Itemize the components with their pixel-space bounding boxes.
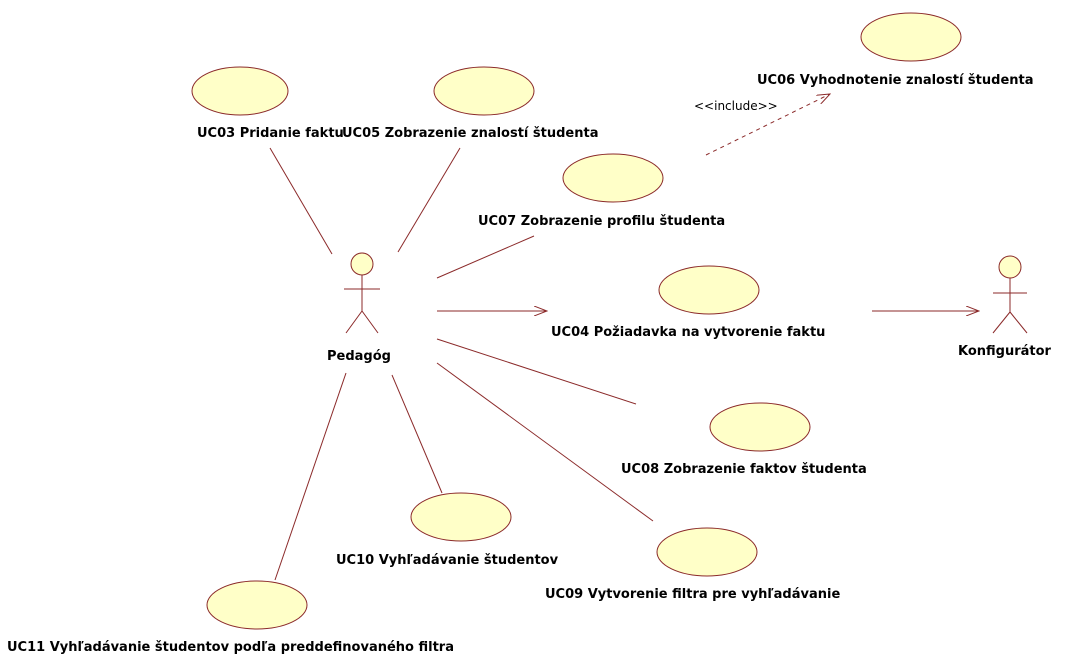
assoc-uc05[interactable] bbox=[397, 147, 461, 253]
actor-konfigurator[interactable] bbox=[992, 255, 1028, 334]
actor-konfigurator-label: Konfigurátor bbox=[958, 344, 1052, 359]
uc07-ellipse[interactable] bbox=[562, 153, 664, 203]
actor-pedagog-label: Pedagóg bbox=[327, 349, 391, 364]
assoc-uc07[interactable] bbox=[436, 235, 535, 279]
uc06-ellipse[interactable] bbox=[860, 12, 962, 62]
uc05-ellipse[interactable] bbox=[433, 66, 535, 116]
actor-pedagog-head bbox=[350, 252, 374, 276]
use-case-ellipses bbox=[191, 12, 962, 630]
uc11-label: UC11 Vyhľadávanie študentov podľa predde… bbox=[7, 640, 454, 655]
actor-konfigurator-head bbox=[998, 255, 1022, 279]
uc08-label: UC08 Zobrazenie faktov študenta bbox=[621, 462, 867, 477]
uc10-label: UC10 Vyhľadávanie študentov bbox=[336, 553, 559, 568]
uc10-ellipse[interactable] bbox=[410, 492, 512, 542]
assoc-uc09[interactable] bbox=[436, 362, 654, 522]
uc09-ellipse[interactable] bbox=[656, 527, 758, 577]
uc04-ellipse[interactable] bbox=[658, 265, 760, 315]
uc09-label: UC09 Vytvorenie filtra pre vyhľadávanie bbox=[545, 587, 840, 602]
include-uc07-uc06[interactable] bbox=[705, 94, 830, 156]
assoc-uc11[interactable] bbox=[274, 372, 347, 581]
uc07-label: UC07 Zobrazenie profilu študenta bbox=[478, 214, 725, 229]
labels: UC03 Pridanie faktu UC05 Zobrazenie znal… bbox=[7, 73, 1052, 655]
assoc-uc03[interactable] bbox=[269, 147, 333, 255]
assoc-uc10[interactable] bbox=[391, 374, 443, 494]
include-stereotype: <<include>> bbox=[694, 99, 778, 113]
uc08-ellipse[interactable] bbox=[709, 402, 811, 452]
uc06-label: UC06 Vyhodnotenie znalostí študenta bbox=[757, 73, 1034, 88]
uc11-ellipse[interactable] bbox=[206, 580, 308, 630]
associations bbox=[269, 94, 979, 581]
uc05-label: UC05 Zobrazenie znalostí študenta bbox=[342, 126, 598, 141]
uc03-label: UC03 Pridanie faktu bbox=[197, 126, 344, 141]
uc04-label: UC04 Požiadavka na vytvorenie faktu bbox=[551, 325, 825, 340]
uc03-ellipse[interactable] bbox=[191, 66, 289, 116]
assoc-uc08[interactable] bbox=[436, 338, 637, 405]
actor-pedagog[interactable] bbox=[344, 252, 380, 334]
